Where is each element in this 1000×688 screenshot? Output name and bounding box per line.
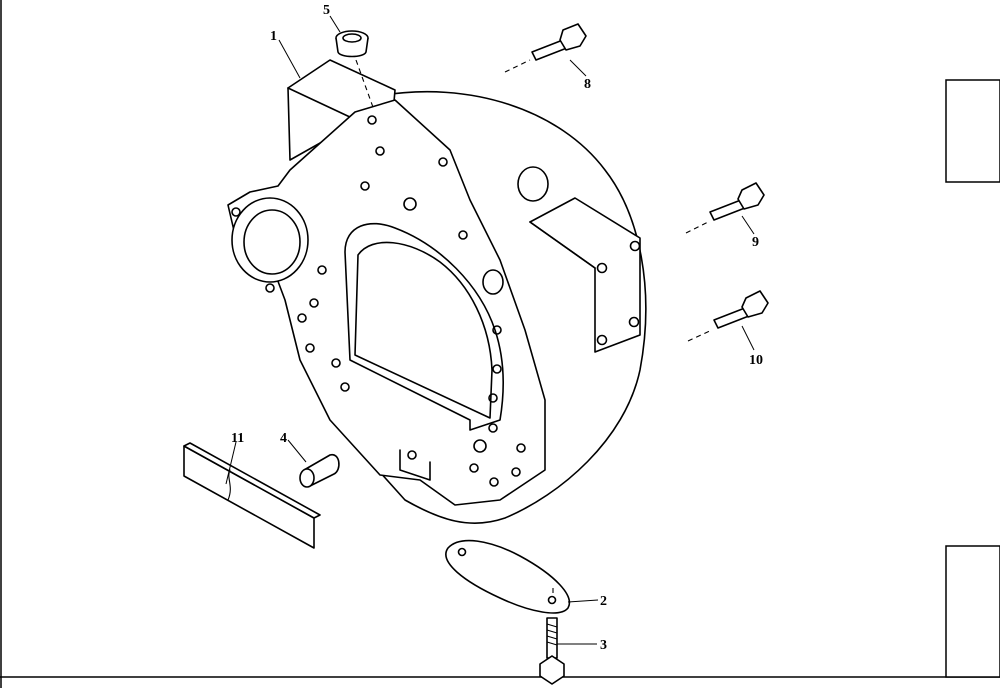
plug-part-5 bbox=[335, 30, 369, 58]
callout-labels: 1 2 3 4 5 8 9 10 11 bbox=[231, 3, 763, 653]
side-tab-upper bbox=[945, 79, 1000, 183]
callout-3: 3 bbox=[600, 638, 607, 653]
bolt-part-8 bbox=[531, 23, 587, 61]
bolt-part-3 bbox=[539, 617, 565, 685]
dowel-pin-part-4 bbox=[299, 453, 340, 488]
bolt-part-9 bbox=[709, 182, 765, 221]
flange-bolt-holes bbox=[297, 115, 526, 487]
callout-5: 5 bbox=[323, 3, 330, 18]
callout-1: 1 bbox=[270, 29, 277, 44]
bolt-part-10 bbox=[713, 290, 769, 329]
callout-8: 8 bbox=[584, 77, 591, 92]
flywheel-housing bbox=[227, 59, 647, 524]
callout-10: 10 bbox=[749, 353, 763, 368]
callout-leaders bbox=[225, 15, 755, 645]
side-tab-lower bbox=[945, 545, 1000, 678]
cover-plate-part-2 bbox=[445, 539, 571, 614]
callout-9: 9 bbox=[752, 235, 759, 250]
callout-4: 4 bbox=[280, 431, 287, 446]
seal-strip-part-11 bbox=[183, 442, 321, 549]
callout-11: 11 bbox=[231, 431, 244, 446]
callout-2: 2 bbox=[600, 594, 607, 609]
